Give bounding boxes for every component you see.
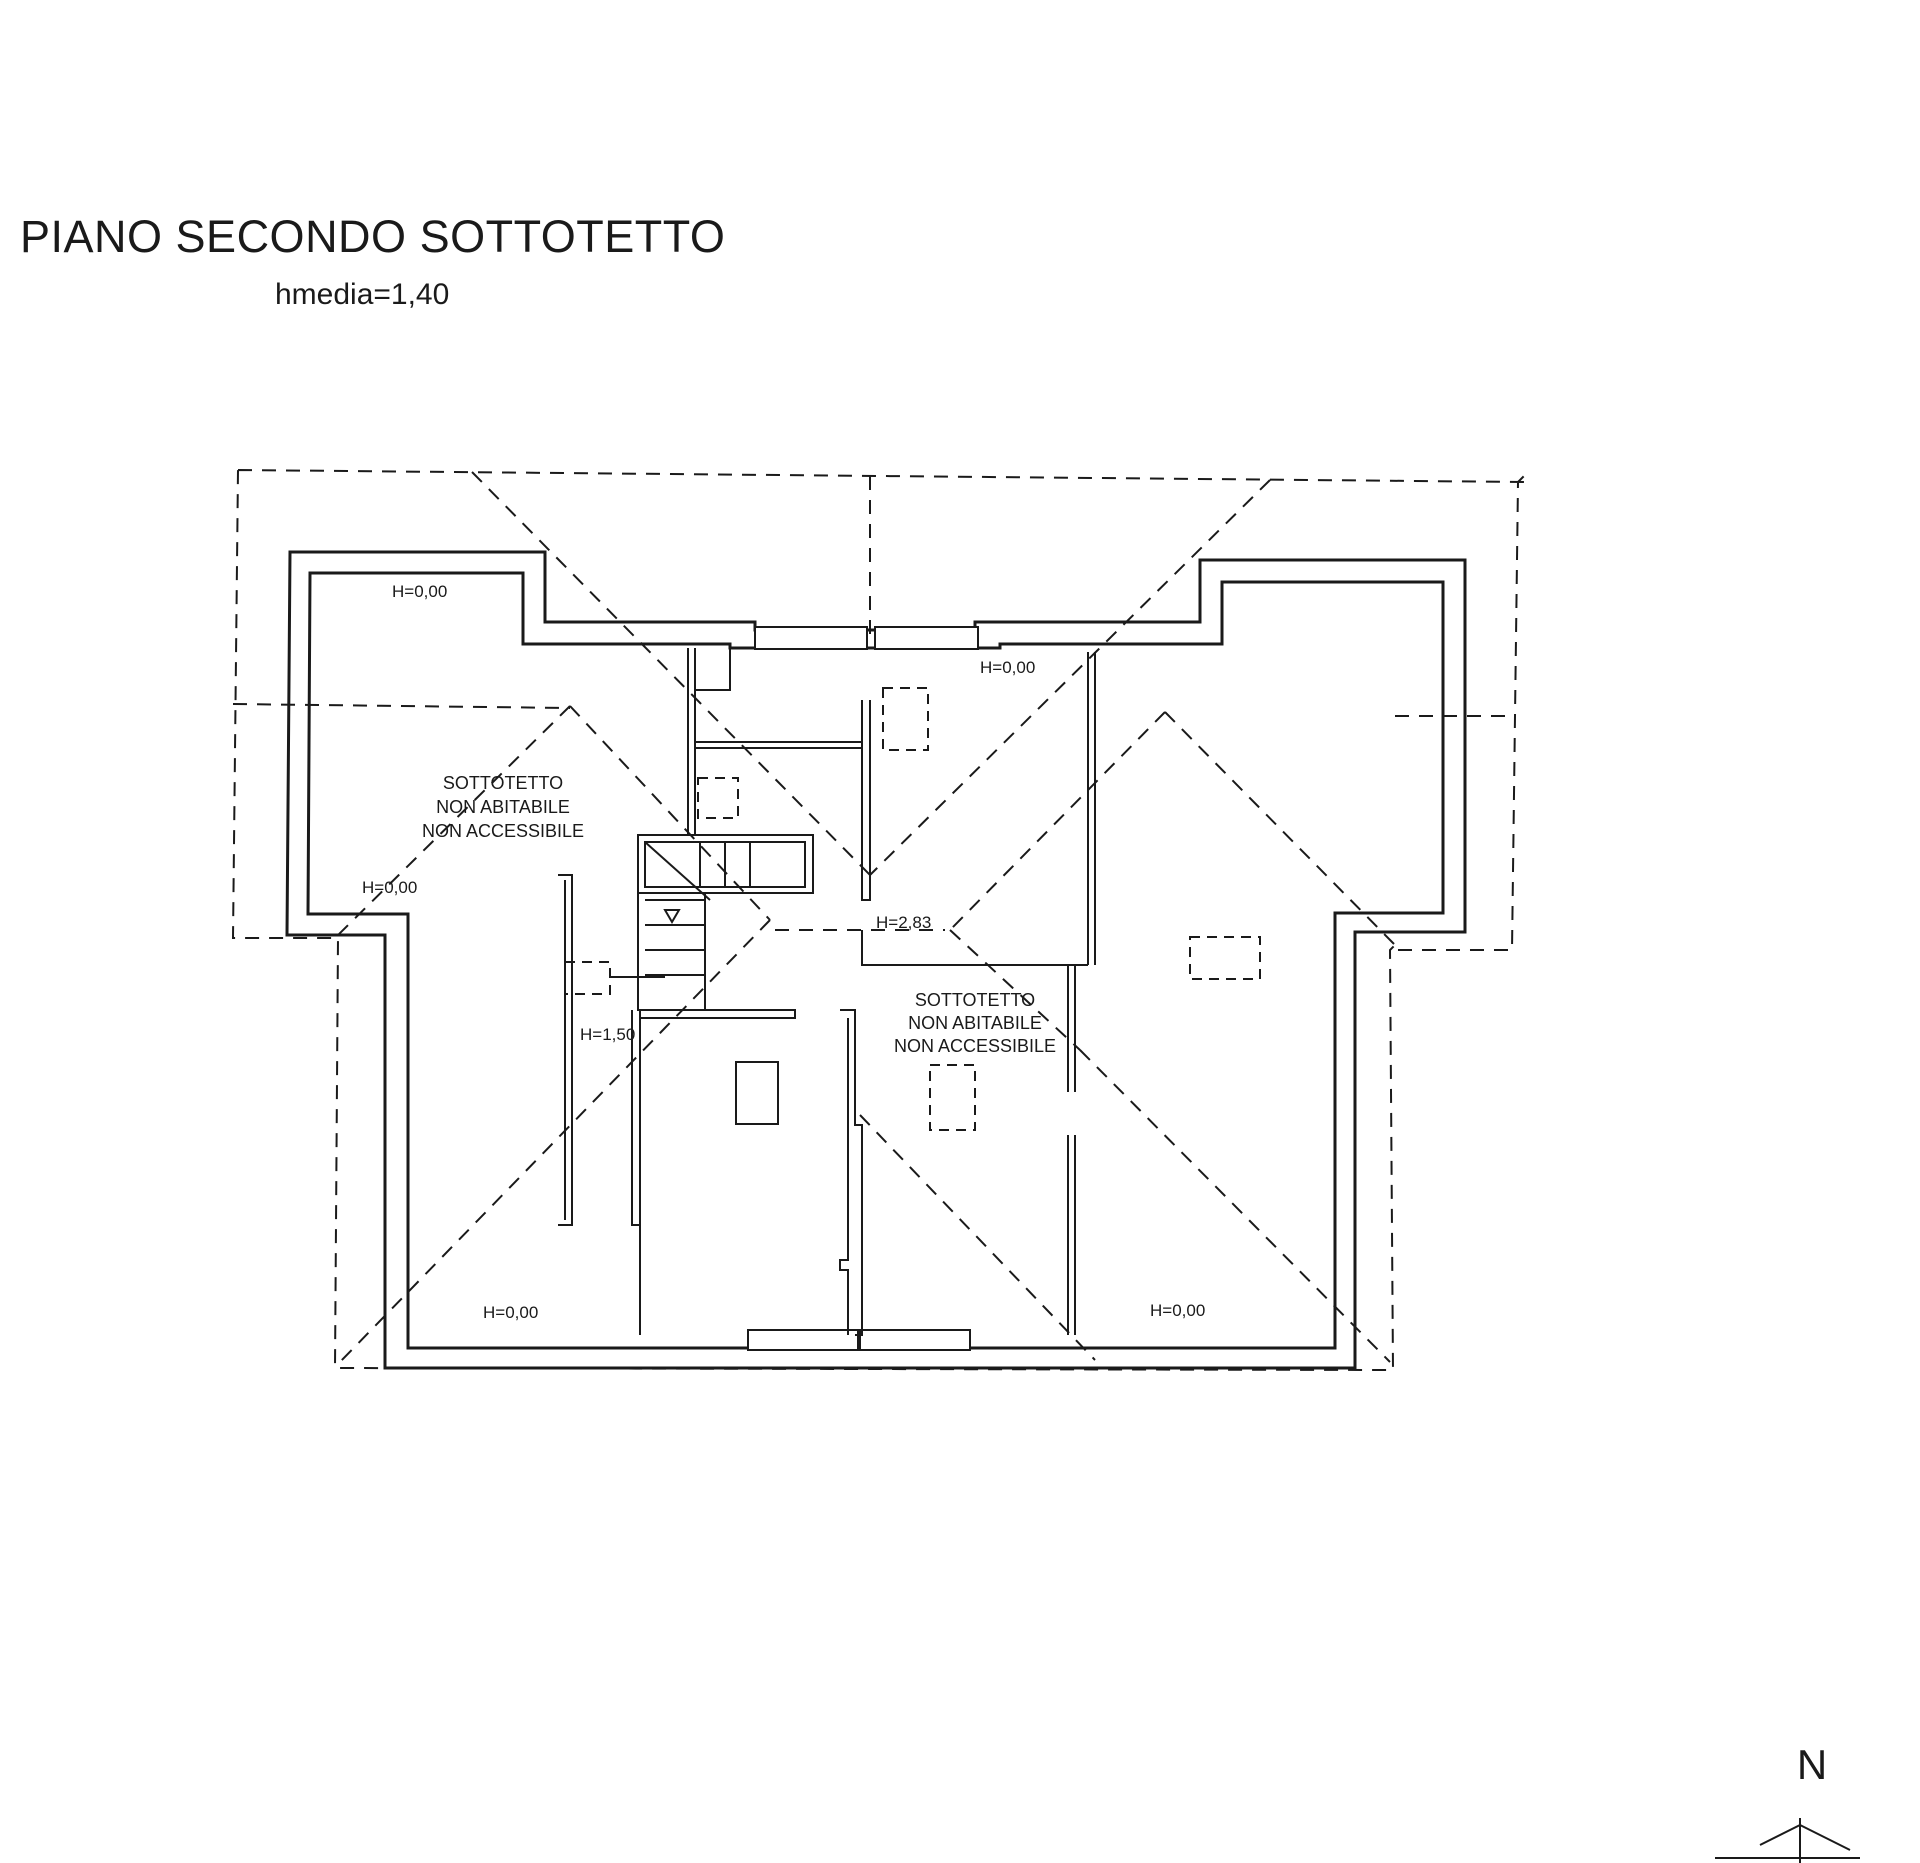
room-left-line3: NON ACCESSIBILE — [422, 821, 584, 841]
height-label-top-left: H=0,00 — [392, 582, 447, 601]
skylight-center — [929, 1064, 976, 1131]
window-top-left — [754, 626, 868, 650]
room-label-left: SOTTOTETTO NON ABITABILE NON ACCESSIBILE — [422, 773, 584, 841]
windows — [747, 626, 979, 1351]
window-bottom-right — [859, 1329, 971, 1351]
room-label-center: SOTTOTETTO NON ABITABILE NON ACCESSIBILE — [894, 990, 1056, 1056]
north-arrow-icon — [1715, 1818, 1860, 1863]
height-label-left-mid: H=0,00 — [362, 878, 417, 897]
height-label-ridge: H=2,83 — [876, 913, 931, 932]
height-label-bottom-right: H=0,00 — [1150, 1301, 1205, 1320]
skylight-right — [1189, 936, 1261, 980]
north-arrow: N — [1715, 1741, 1860, 1863]
skylight-stair-top — [697, 777, 739, 819]
room-left-line1: SOTTOTETTO — [443, 773, 563, 793]
room-center-line2: NON ABITABILE — [908, 1013, 1042, 1033]
height-label-stair: H=1,50 — [580, 1025, 635, 1044]
plan-subtitle: hmedia=1,40 — [275, 278, 449, 311]
window-top-right — [874, 626, 979, 650]
roof-hip-lines — [334, 471, 1396, 1363]
room-center-line1: SOTTOTETTO — [915, 990, 1035, 1010]
room-left-line2: NON ABITABILE — [436, 797, 570, 817]
room-center-line3: NON ACCESSIBILE — [894, 1036, 1056, 1056]
skylights — [564, 687, 1261, 1131]
skylight-lower-center — [735, 1061, 779, 1125]
window-bottom-left — [747, 1329, 859, 1351]
skylight-left — [564, 961, 611, 995]
height-label-bottom-left: H=0,00 — [483, 1303, 538, 1322]
height-label-top-center: H=0,00 — [980, 658, 1035, 677]
plan-title: PIANO SECONDO SOTTOTETTO — [20, 211, 725, 262]
exterior-walls — [285, 550, 1467, 1370]
skylight-upper-center — [882, 687, 929, 751]
interior-walls — [558, 648, 1096, 1336]
north-label: N — [1797, 1741, 1827, 1788]
